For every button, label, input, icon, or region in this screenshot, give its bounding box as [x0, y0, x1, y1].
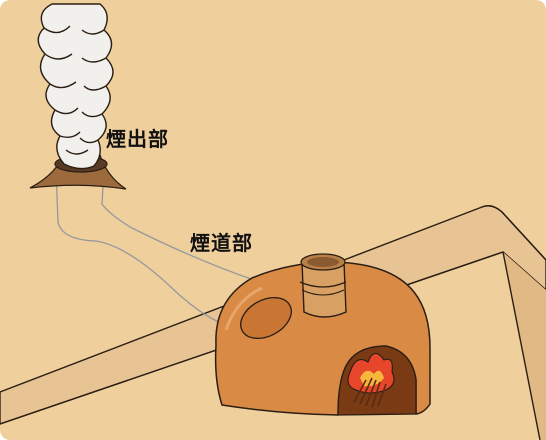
fire-icon — [347, 352, 395, 408]
label-flue: 煙道部 — [190, 231, 253, 255]
kiln-chimney — [299, 253, 347, 318]
side-wall — [502, 251, 546, 440]
label-smoke-outlet: 煙出部 — [106, 127, 169, 151]
smoke-plume-icon — [37, 3, 114, 170]
